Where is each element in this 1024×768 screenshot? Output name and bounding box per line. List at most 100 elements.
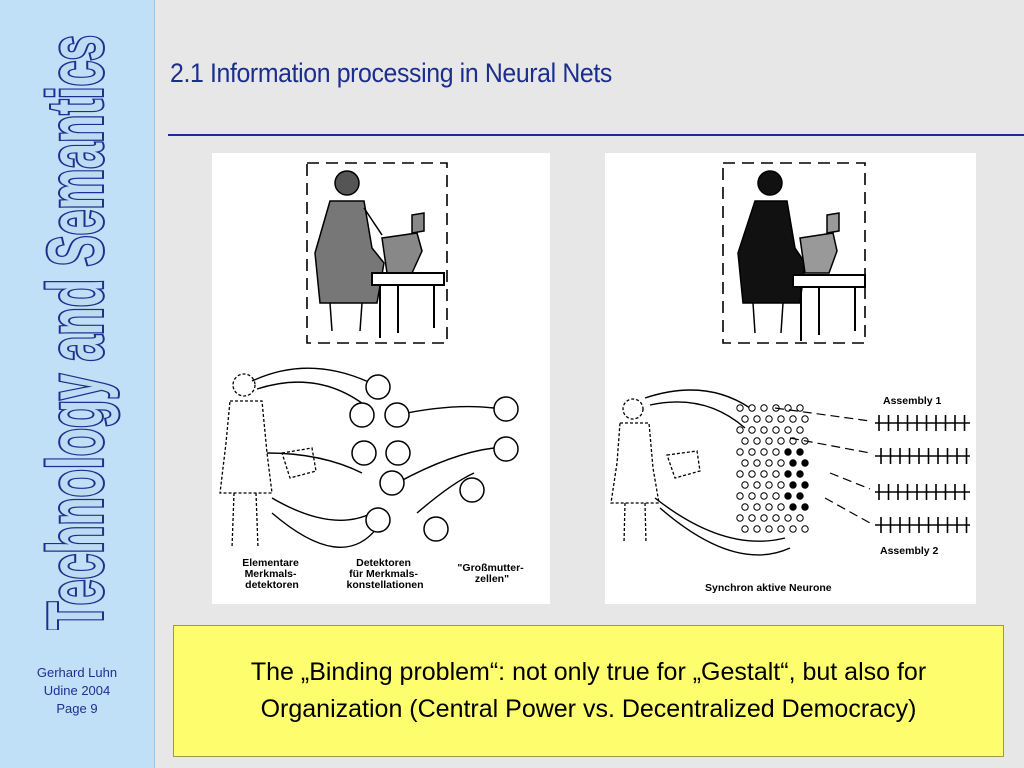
label-grossmutter-2: zellen" bbox=[475, 573, 509, 585]
neuron bbox=[801, 525, 809, 533]
neuron-dots bbox=[736, 404, 809, 533]
vertical-title: Technology and Semantics bbox=[29, 33, 121, 630]
neuron bbox=[748, 448, 756, 456]
neuron bbox=[796, 404, 804, 412]
figure-left-drawing: Elementare Merkmals- detektoren Detektor… bbox=[219, 162, 526, 591]
active-neuron bbox=[784, 448, 792, 456]
woman-silhouette bbox=[737, 170, 806, 334]
neuron bbox=[777, 459, 785, 467]
sketch-woman-right bbox=[610, 398, 701, 544]
neuron bbox=[753, 503, 761, 511]
label-detektoren-1: Detektoren bbox=[356, 557, 411, 569]
neuron bbox=[784, 514, 792, 522]
neuron bbox=[796, 514, 804, 522]
detector-circles bbox=[349, 374, 485, 542]
neuron bbox=[753, 415, 761, 423]
assembly2-label: Assembly 2 bbox=[880, 545, 939, 557]
neuron bbox=[777, 481, 785, 489]
neuron bbox=[772, 426, 780, 434]
figure-synchronous-assemblies: Assembly 1 Assembly 2 Synchron aktive Ne… bbox=[605, 153, 976, 604]
neuron bbox=[765, 415, 773, 423]
active-neuron bbox=[801, 481, 809, 489]
active-neuron bbox=[784, 470, 792, 478]
neuron bbox=[748, 426, 756, 434]
footer-info: Gerhard Luhn Udine 2004 Page 9 bbox=[0, 664, 154, 718]
active-neuron bbox=[789, 503, 797, 511]
neuron bbox=[736, 514, 744, 522]
neuron bbox=[741, 525, 749, 533]
sketch-woman bbox=[219, 373, 317, 549]
dashed-frame bbox=[306, 162, 448, 344]
spike-trains bbox=[875, 415, 970, 533]
neuron bbox=[801, 415, 809, 423]
active-neuron bbox=[796, 448, 804, 456]
cat-illustration-right bbox=[799, 212, 840, 274]
neuron bbox=[765, 437, 773, 445]
active-neuron bbox=[784, 492, 792, 500]
neuron bbox=[741, 415, 749, 423]
active-neuron bbox=[789, 459, 797, 467]
neuron bbox=[760, 470, 768, 478]
assembly-connectors bbox=[774, 407, 871, 524]
neuron bbox=[753, 437, 761, 445]
neuron bbox=[789, 525, 797, 533]
svg-text:"Großmutter- zellen": "Großmutter- zellen" bbox=[457, 562, 526, 585]
page-title: 2.1 Information processing in Neural Net… bbox=[170, 58, 612, 88]
neuron bbox=[760, 492, 768, 500]
neuron bbox=[741, 503, 749, 511]
page-number: Page 9 bbox=[56, 701, 98, 716]
neuron bbox=[753, 459, 761, 467]
neuron bbox=[765, 525, 773, 533]
neuron bbox=[741, 481, 749, 489]
sidebar: Technology and Semantics Gerhard Luhn Ud… bbox=[0, 0, 155, 768]
neuron bbox=[748, 492, 756, 500]
neuron bbox=[772, 448, 780, 456]
neuron bbox=[760, 404, 768, 412]
active-neuron bbox=[796, 470, 804, 478]
neuron bbox=[748, 470, 756, 478]
woman-illustration bbox=[314, 170, 385, 332]
neuron bbox=[777, 503, 785, 511]
neuron bbox=[753, 525, 761, 533]
active-neuron bbox=[796, 492, 804, 500]
neuron bbox=[748, 514, 756, 522]
grandmother-cells bbox=[493, 396, 519, 462]
neuron bbox=[789, 415, 797, 423]
author-name: Gerhard Luhn bbox=[36, 665, 118, 680]
svg-text:Detektoren für Merkmals-: Detektoren für Merkmals- konstellationen bbox=[346, 557, 423, 591]
neuron bbox=[736, 426, 744, 434]
neuron bbox=[753, 481, 761, 489]
neuron bbox=[741, 459, 749, 467]
svg-text:Elementare Merkmals-: Elementare Merkmals- detektoren bbox=[242, 557, 302, 591]
neuron bbox=[760, 448, 768, 456]
venue-year: Udine 2004 bbox=[43, 683, 111, 698]
title-rule bbox=[168, 134, 1024, 136]
neuron bbox=[765, 503, 773, 511]
neuron bbox=[765, 481, 773, 489]
neuron bbox=[796, 426, 804, 434]
neuron bbox=[736, 492, 744, 500]
neuron bbox=[760, 514, 768, 522]
caption-text: The „Binding problem“: not only true for… bbox=[250, 658, 927, 723]
neuron bbox=[748, 404, 756, 412]
neuron bbox=[772, 470, 780, 478]
figure-right-drawing: Assembly 1 Assembly 2 Synchron aktive Ne… bbox=[610, 162, 970, 594]
assembly1-label: Assembly 1 bbox=[883, 395, 942, 407]
input-arrows-right bbox=[644, 389, 791, 556]
neuron bbox=[772, 514, 780, 522]
figure-feature-detectors: Elementare Merkmals- detektoren Detektor… bbox=[212, 153, 550, 604]
dashed-frame-right bbox=[722, 162, 866, 344]
neuron bbox=[736, 404, 744, 412]
cat-illustration bbox=[381, 212, 425, 274]
label-elementare-1: Elementare bbox=[242, 557, 299, 569]
neuron bbox=[777, 437, 785, 445]
label-detektoren-2: für Merkmals- bbox=[349, 568, 418, 580]
vertical-title-text: Technology and Semantics bbox=[31, 35, 119, 630]
neuron bbox=[772, 492, 780, 500]
label-elementare-3: detektoren bbox=[245, 579, 299, 591]
label-elementare-2: Merkmals- bbox=[245, 568, 297, 580]
active-neuron bbox=[789, 481, 797, 489]
table-illustration bbox=[371, 272, 445, 338]
neuron bbox=[777, 415, 785, 423]
active-neuron bbox=[801, 503, 809, 511]
